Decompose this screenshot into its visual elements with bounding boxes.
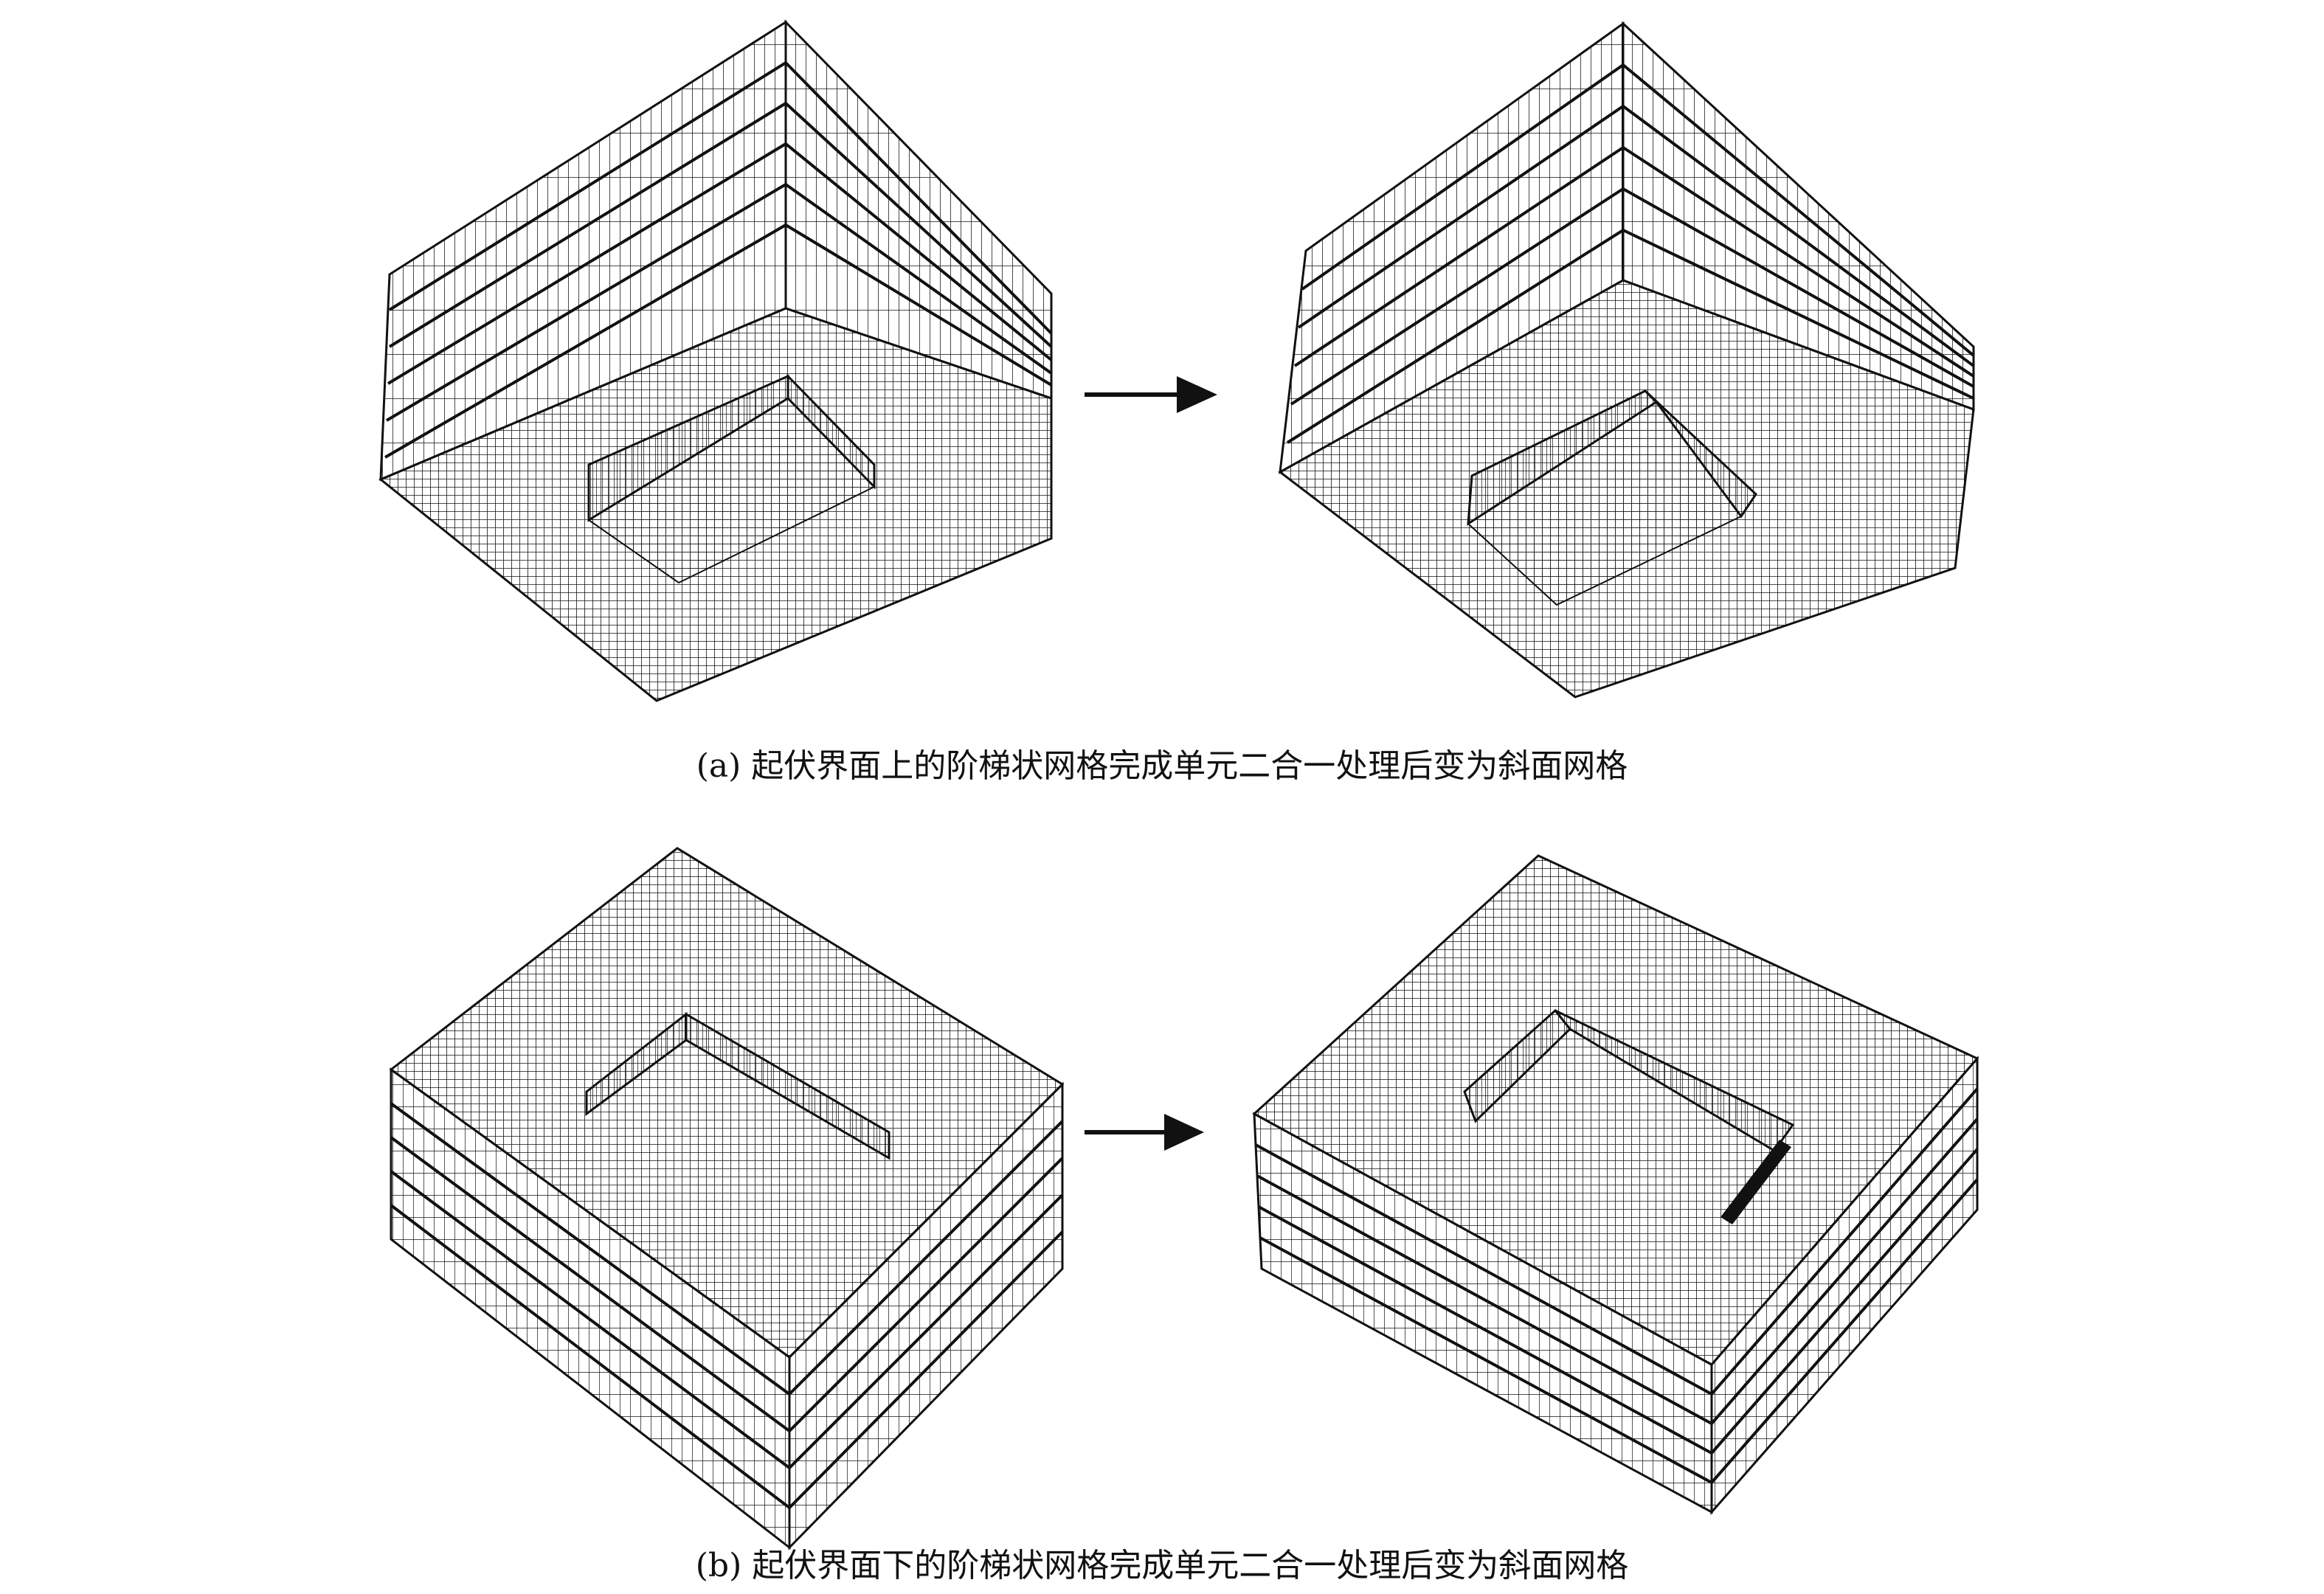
stair-step-wall-right bbox=[685, 1012, 890, 1160]
mesh-block-a-stair-step bbox=[378, 19, 1053, 702]
right-arrow-icon bbox=[1085, 376, 1217, 413]
caption-a: (a) 起伏界面上的阶梯状网格完成单元二合一处理后变为斜面网格 bbox=[696, 747, 1628, 785]
mesh-block-b-stair-step bbox=[389, 847, 1065, 1550]
dark-slope-edge bbox=[1720, 1140, 1791, 1224]
stair-step-floor bbox=[587, 397, 876, 584]
side-face-right bbox=[788, 1081, 1064, 1550]
caption-b: (b) 起伏界面下的阶梯状网格完成单元二合一处理后变为斜面网格 bbox=[695, 1547, 1629, 1584]
right-arrow-icon bbox=[1085, 1114, 1204, 1151]
layer-lines bbox=[390, 1102, 1064, 1510]
layer-lines bbox=[1255, 1087, 1979, 1485]
mesh-block-b-sloped bbox=[1252, 854, 1979, 1515]
mesh-block-a-sloped bbox=[1278, 21, 1975, 699]
layer-lines bbox=[1286, 63, 1975, 444]
side-face-right bbox=[1710, 1055, 1979, 1515]
layer-lines bbox=[384, 60, 1053, 459]
sloped-floor bbox=[1467, 401, 1743, 606]
